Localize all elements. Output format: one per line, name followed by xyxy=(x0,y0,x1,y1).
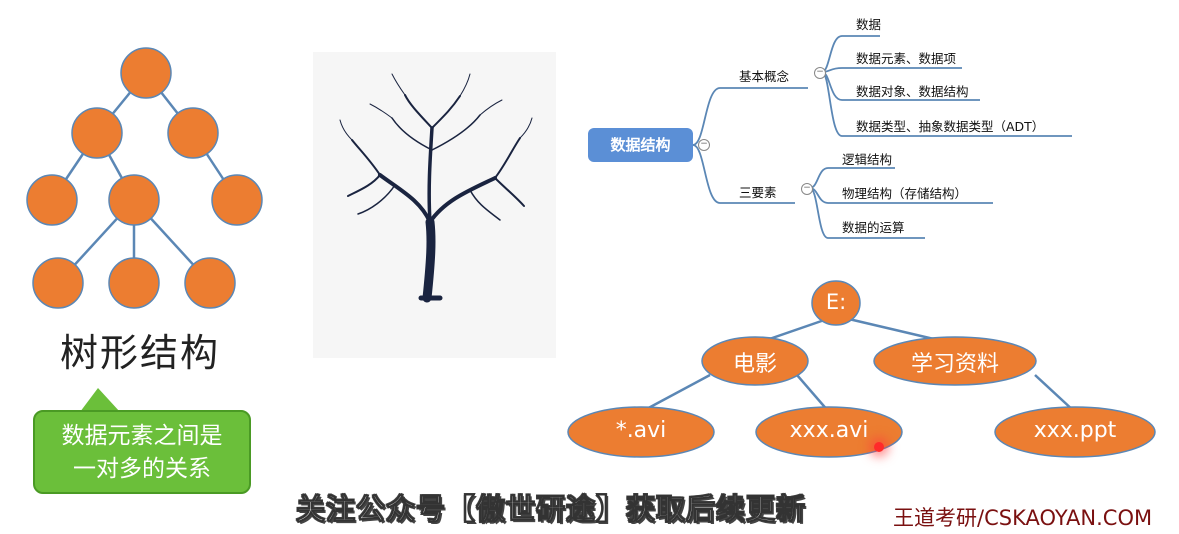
abstract-tree-nodes xyxy=(26,47,263,309)
file-label: xxx.ppt xyxy=(1033,418,1117,443)
file-node xyxy=(567,406,715,458)
folder-label: 电影 xyxy=(732,352,777,377)
callout-line: 数据元素之间是 xyxy=(61,423,223,449)
file-label: *.avi xyxy=(615,418,667,443)
mindmap-branch-line xyxy=(692,87,808,146)
callout-tail xyxy=(80,388,120,412)
tree-photo-background xyxy=(313,52,556,358)
watermark: 王道考研/CSKAOYAN.COM xyxy=(893,506,1153,530)
pointer-highlight xyxy=(874,442,884,452)
tree-node xyxy=(167,107,219,159)
callout-line: 一对多的关系 xyxy=(73,456,211,482)
mindmap-leaf[interactable]: 数据对象、数据结构 xyxy=(856,84,969,99)
mindmap-leaf[interactable]: 物理结构（存储结构） xyxy=(842,186,968,201)
collapse-icon[interactable]: − xyxy=(698,139,710,151)
mindmap-leaf[interactable]: 数据 xyxy=(856,17,882,32)
folder-node xyxy=(873,336,1037,386)
mindmap-leaf[interactable]: 逻辑结构 xyxy=(842,152,893,167)
tree-structure-title: 树形结构 xyxy=(59,331,220,375)
drive-node xyxy=(811,280,861,326)
tree-node xyxy=(120,47,172,99)
tree-node xyxy=(32,257,84,309)
mindmap-leaf[interactable]: 数据类型、抽象数据类型（ADT） xyxy=(856,119,1045,134)
file-tree-nodes xyxy=(567,280,1156,458)
mindmap-leaf[interactable]: 数据元素、数据项 xyxy=(856,51,957,66)
folder-label: 学习资料 xyxy=(910,352,999,377)
file-node xyxy=(994,406,1156,458)
tree-node xyxy=(71,107,123,159)
bare-tree-picture xyxy=(339,73,533,303)
collapse-icon[interactable]: − xyxy=(801,183,813,195)
mindmap-branch-line xyxy=(692,144,795,204)
mindmap-root[interactable]: 数据结构 xyxy=(588,128,693,162)
folder-node xyxy=(701,336,809,386)
mindmap-leaf[interactable]: 数据的运算 xyxy=(842,220,905,235)
mindmap-branch-three-elements[interactable]: 三要素 xyxy=(739,185,777,200)
collapse-icon[interactable]: − xyxy=(814,67,826,79)
tree-node xyxy=(108,257,160,309)
drive-label: E: xyxy=(825,290,847,314)
tree-node xyxy=(184,257,236,309)
tree-node xyxy=(108,174,160,226)
file-label: xxx.avi xyxy=(789,418,869,443)
tree-node xyxy=(211,174,263,226)
video-subtitle: 关注公众号【傲世研途】获取后续更新 xyxy=(295,492,807,527)
callout-box: 数据元素之间是 一对多的关系 xyxy=(33,410,251,494)
mindmap-branch-basic-concepts[interactable]: 基本概念 xyxy=(739,69,790,84)
file-node xyxy=(755,406,903,458)
tree-node xyxy=(26,174,78,226)
